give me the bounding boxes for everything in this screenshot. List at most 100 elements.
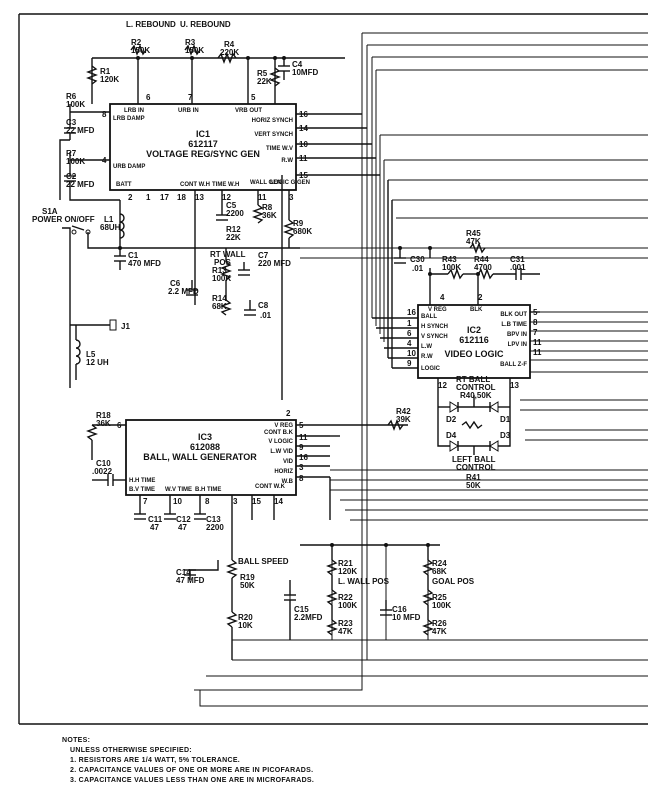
ic2-pin-left-4: 10 [407,349,416,358]
ic2-pin-left-5: 9 [407,359,412,368]
c8-val: .01 [260,311,272,320]
rtball-ref: RT BALL [456,375,490,384]
ic1-vreg-out: VRB OUT [235,108,262,114]
ic2-pin-right-3: 11 [533,338,542,347]
c11-ref: C11 [148,515,163,524]
ic3-pin-right-2: 11 [299,433,308,442]
ic2-bpv-in: BPV IN [507,332,527,338]
ic1-horiz-synch: HORIZ SYNCH [252,118,293,124]
d2-symbol [449,401,459,413]
ic2-pin-top-1: 2 [478,293,483,302]
c4-val: 10MFD [292,68,318,77]
r1-symbol [86,65,98,85]
r24-val: 68K [432,567,447,576]
r25-name: GOAL POS [432,577,475,586]
leftball-val: CONTROL [456,463,496,472]
r26-ref: R26 [432,619,447,628]
r13-symbol [220,261,232,281]
ic1-pin-bottom-0: 2 [128,193,133,202]
d3-symbol [489,440,499,452]
l1-val: 68UH [100,223,121,232]
r23-val: 47K [338,627,353,636]
ic3-pin-bottom-2: 8 [205,497,210,506]
ic1: IC1 612117 VOLTAGE REG/SYNC GEN LRB IN U… [102,93,380,202]
ic3-wv-time: W.V TIME [165,487,192,493]
r3-symbol [184,44,201,56]
ic1-urb-damp: URB DAMP [113,164,145,170]
ic1-rw: R.W [281,158,293,164]
c12-val: 47 [178,523,187,532]
r19-symbol [226,559,238,579]
ic1-ref: IC1 [196,129,210,139]
c1-val: 470 MFD [128,259,161,268]
l1-ref: L1 [104,215,114,224]
ic1-batt: BATT [116,182,132,188]
r24-ref: R24 [432,559,447,568]
r1-ref: R1 [100,67,111,76]
l5-val: 12 UH [86,358,109,367]
ic3-v-reg: V REG [274,423,293,429]
l1-symbol [119,213,125,239]
ic1-bottom-parts [186,175,295,400]
ic1-pin-bottom-1: 1 [146,193,151,202]
r22-val: 100K [338,601,357,610]
ic1-time-wh: TIME W.H [212,182,239,188]
r5-ref: R5 [257,69,268,78]
r8-symbol [252,204,264,224]
r8-val: 36K [262,211,277,220]
r9-symbol [283,219,295,239]
ic1-pin-bottom-2: 17 [160,193,169,202]
ic2-pin-bottom-0: 12 [438,381,447,390]
c10-val: .0022 [92,467,113,476]
ic1-left-parts [59,104,120,201]
ic2-pin-bottom-1: 13 [510,381,519,390]
r9-ref: R9 [293,219,304,228]
r23-ref: R23 [338,619,353,628]
ic3-part: 612088 [190,442,220,452]
c8-ref: C8 [258,301,269,310]
c30-val: .01 [412,264,424,273]
ic3-wb: W.B [282,479,294,485]
r19-ref: R19 [240,573,255,582]
l5-ref: L5 [86,350,96,359]
r20-symbol [226,611,238,628]
ic2-vreg: V REG [428,307,447,313]
r41-val: 50K [466,481,481,490]
ic1-lrb-damp: LRB DAMP [113,116,145,122]
d2-ref: D2 [446,415,457,424]
r6-val: 100K [66,100,85,109]
r22-name: L. WALL POS [338,577,390,586]
r20-ref: R20 [238,613,253,622]
ic2-pin-left-3: 4 [407,339,412,348]
d4-symbol [449,440,459,452]
r23-symbol [326,619,338,636]
ic2: IC2 612116 VIDEO LOGIC V REG BLK BALL H … [372,180,542,390]
power-section [62,200,300,388]
ic3-pin-right-6: 8 [299,474,304,483]
r12-ref: R12 [226,225,241,234]
c30-ref: C30 [410,255,425,264]
ic3-pin-right-4: 16 [299,453,308,462]
ic3: IC3 612088 BALL, WALL GENERATOR V REG CO… [117,409,408,520]
c1-ref: C1 [128,251,139,260]
c15-ref: C15 [294,605,309,614]
r14-ref: R14 [212,294,227,303]
diode-network [437,378,511,455]
ic3-bv-time: B.V TIME [129,487,155,493]
ic2-lpv-in: LPV IN [508,342,527,348]
ic3-cont-bk: CONT B.K [264,430,294,436]
r21-symbol [326,559,338,576]
c13-val: 2200 [206,523,224,532]
c11-val: 47 [150,523,159,532]
r7-ref: R7 [66,149,77,158]
c14-val: 47 MFD [176,576,205,585]
frame [18,13,648,725]
r3-name: U. REBOUND [180,20,231,29]
ic2-lw: L.W [421,344,432,350]
ic3-lw-vid: L.W VID [270,449,293,455]
note-3: 3. CAPACITANCE VALUES LESS THAN ONE ARE … [70,777,315,784]
ic2-pin-right-4: 11 [533,348,542,357]
c16-ref: C16 [392,605,407,614]
c10-ref: C10 [96,459,111,468]
r19-val: 50K [240,581,255,590]
